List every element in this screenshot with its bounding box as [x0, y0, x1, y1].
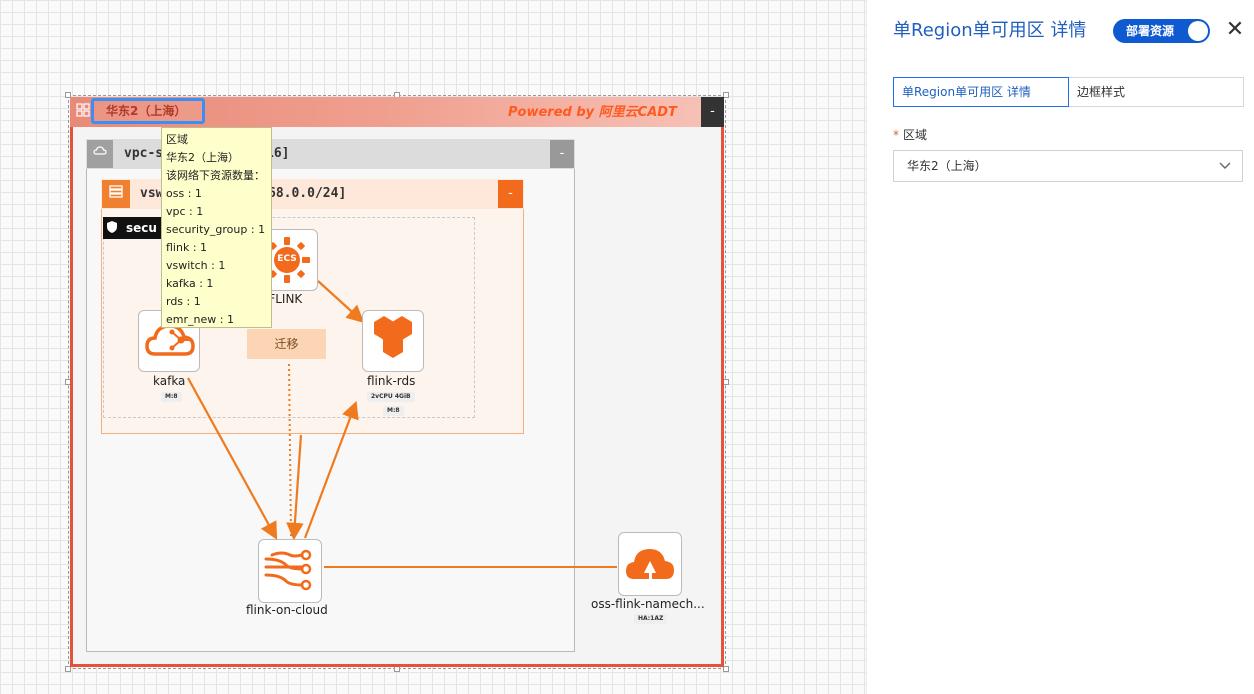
tooltip-line: vswitch : 1: [166, 259, 226, 272]
vswitch-label: vsw: [140, 186, 164, 201]
required-mark: *: [893, 128, 899, 142]
tab-detail[interactable]: 单Region单可用区 详情: [893, 77, 1069, 107]
rds-node-tag: M:8: [383, 406, 404, 416]
detail-panel: 单Region单可用区 详情 部署资源 ✕ 单Region单可用区 详情 边框样…: [866, 0, 1254, 694]
region-collapse-button[interactable]: -: [701, 97, 724, 127]
vswitch-collapse-button[interactable]: -: [498, 180, 523, 208]
flink-on-cloud-node[interactable]: [258, 539, 322, 603]
panel-title: 单Region单可用区 详情: [893, 20, 1087, 41]
ecs-node-label: -FLINK: [264, 292, 303, 306]
oss-node-tag: HA:1AZ: [634, 614, 668, 624]
tooltip-line: security_group : 1: [166, 223, 266, 236]
tooltip-line: emr_new : 1: [166, 313, 234, 326]
resize-handle-nw[interactable]: [65, 92, 71, 98]
ecs-icon-text: ECS: [277, 254, 297, 264]
cloud-icon: [87, 140, 113, 168]
toggle-label: 部署资源: [1126, 24, 1175, 38]
security-group-header[interactable]: [103, 217, 163, 239]
region-select[interactable]: 华东2（上海）: [893, 150, 1243, 182]
oss-cloud-icon: [622, 539, 678, 589]
tooltip-line: 区域: [166, 133, 188, 146]
region-name: 华东2（上海）: [106, 104, 187, 118]
panel-tabs: 单Region单可用区 详情 边框样式: [893, 77, 1244, 107]
connection-lines: [187, 280, 617, 568]
tooltip-line: rds : 1: [166, 295, 201, 308]
chevron-down-icon: [1218, 158, 1232, 172]
security-group-container[interactable]: [103, 217, 475, 418]
resize-handle-ne[interactable]: [723, 92, 729, 98]
rds-node-label: flink-rds: [367, 374, 416, 388]
powered-by-label: Powered by 阿里云CADT: [508, 105, 677, 120]
oss-node-label: oss-flink-namech...: [591, 597, 705, 611]
resize-handle-sw[interactable]: [65, 666, 71, 672]
tooltip-line: kafka : 1: [166, 277, 214, 290]
tab-border-style[interactable]: 边框样式: [1068, 77, 1244, 107]
diagram-canvas[interactable]: 华东2（上海） Powered by 阿里云CADT - vpc-s 16] -…: [0, 0, 866, 694]
region-select-value: 华东2（上海）: [907, 159, 987, 173]
vswitch-label-suffix: 68.0.0/24]: [268, 186, 347, 201]
security-group-label: secu: [126, 221, 157, 235]
migrate-button[interactable]: 迁移: [247, 329, 326, 359]
kafka-node-label: kafka: [153, 374, 186, 388]
tooltip-line: 华东2（上海）: [166, 151, 239, 164]
region-field-label: * 区域: [893, 126, 927, 144]
rds-node-spec-tag: 2vCPU 4GiB: [367, 392, 415, 402]
vpc-label: vpc-s: [124, 146, 164, 161]
tooltip-line: vpc : 1: [166, 205, 204, 218]
region-name-highlight[interactable]: [91, 98, 205, 124]
resize-handle-se[interactable]: [723, 666, 729, 672]
shield-icon: [106, 220, 120, 236]
close-icon[interactable]: ✕: [1225, 17, 1245, 42]
kafka-node-tag: M:8: [161, 392, 182, 402]
toggle-knob: [1188, 21, 1208, 41]
rds-hexagon-icon: [366, 314, 420, 368]
region-field-label-text: 区域: [903, 128, 928, 142]
vswitch-icon: [102, 180, 130, 208]
tooltip-line: 该网络下资源数量：: [166, 169, 265, 182]
flink-on-cloud-label: flink-on-cloud: [246, 603, 328, 617]
deploy-resources-toggle[interactable]: 部署资源: [1113, 19, 1210, 43]
grid-icon: [76, 103, 92, 119]
tooltip-line: oss : 1: [166, 187, 202, 200]
tooltip-line: flink : 1: [166, 241, 208, 254]
region-tooltip: 区域 华东2（上海） 该网络下资源数量： oss : 1 vpc : 1 sec…: [161, 127, 272, 328]
vpc-collapse-button[interactable]: -: [550, 140, 574, 168]
flink-stream-icon: [262, 545, 318, 597]
